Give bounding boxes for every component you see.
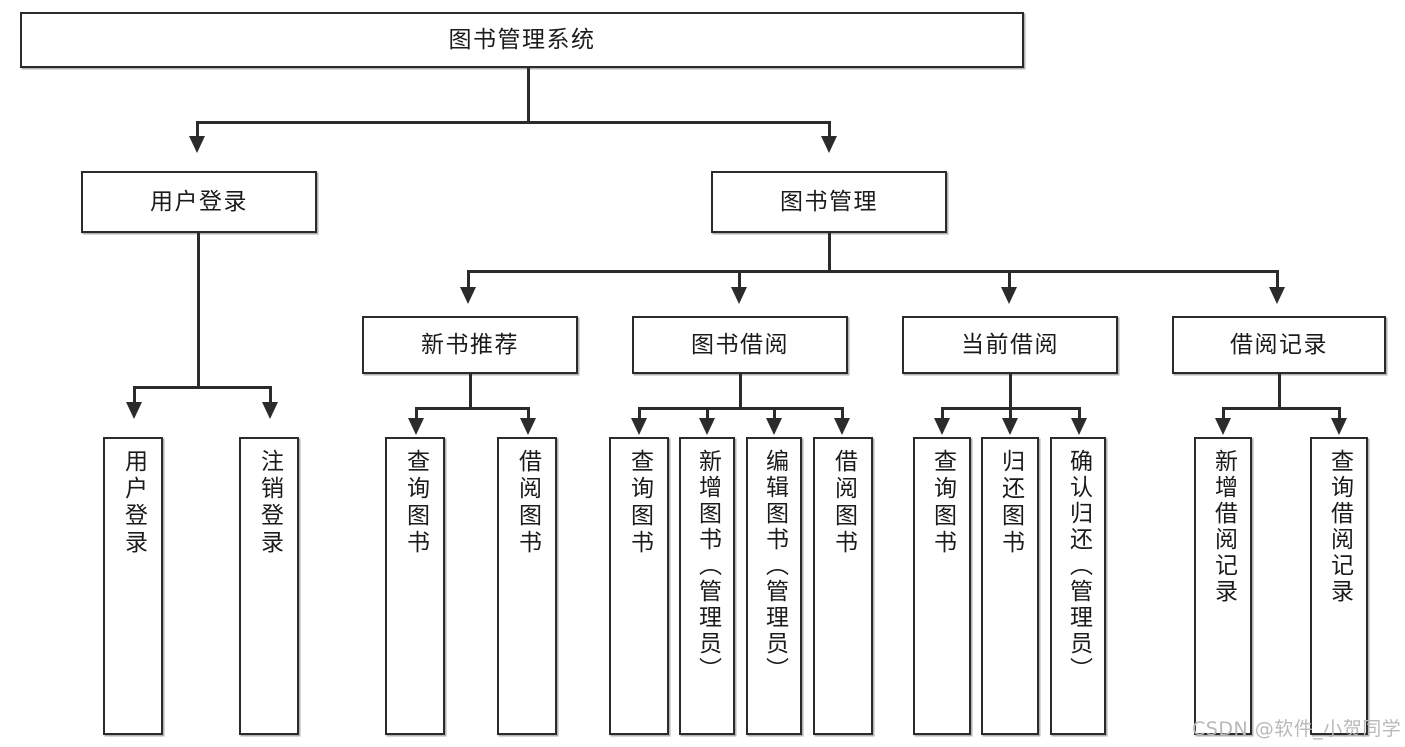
leaf-add-book-admin[interactable]: 新增图书（管理员） [679,437,735,735]
leaf-user-login[interactable]: 用户登录 [103,437,163,735]
connector-new-book-bus [415,407,530,410]
node-label: 查询图书 [929,449,956,557]
connector-book-borrow-drop-4 [841,407,844,420]
connector-user-login-stem [197,233,200,386]
arrow-to-leaf-confirm-return [1071,418,1087,435]
node-label: 图书管理 [780,188,878,215]
node-label: 注销登录 [256,449,283,557]
connector-book-borrow-drop-1 [638,407,641,420]
node-label: 新增借阅记录 [1210,449,1237,605]
node-book-borrow[interactable]: 图书借阅 [632,316,848,374]
connector-level3-drop-3 [1008,270,1011,289]
connector-current-borrow-drop-3 [1078,407,1081,420]
connector-book-borrow-drop-2 [706,407,709,420]
leaf-edit-book-admin[interactable]: 编辑图书（管理员） [746,437,802,735]
node-current-borrow[interactable]: 当前借阅 [902,316,1118,374]
connector-borrow-record-stem [1278,374,1281,407]
connector-book-borrow-drop-3 [773,407,776,420]
node-label: 查询图书 [402,449,429,557]
arrow-to-leaf-query-book-3 [934,418,950,435]
node-label: 图书管理系统 [448,26,596,53]
node-label: 查询图书 [626,449,653,557]
node-label: 当前借阅 [961,331,1059,358]
arrow-to-borrow-record [1269,287,1285,304]
connector-current-borrow-drop-2 [1009,407,1012,420]
node-book-management[interactable]: 图书管理 [711,171,947,233]
connector-level3-drop-4 [1276,270,1279,289]
connector-user-login-drop-1 [133,386,136,404]
connector-user-login-drop-2 [269,386,272,404]
connector-book-borrow-bus [638,407,844,410]
leaf-add-borrow-record[interactable]: 新增借阅记录 [1194,437,1252,735]
node-label: 查询借阅记录 [1326,449,1353,605]
node-label: 借阅图书 [514,449,541,557]
arrow-to-leaf-edit-book [766,418,782,435]
node-label: 用户登录 [120,449,147,557]
connector-level2-drop-1 [196,121,199,138]
leaf-return-book[interactable]: 归还图书 [981,437,1039,735]
leaf-query-book-current[interactable]: 查询图书 [913,437,971,735]
node-label: 借阅记录 [1230,331,1328,358]
node-label: 新书推荐 [421,331,519,358]
arrow-to-leaf-add-record [1215,418,1231,435]
leaf-query-book-recommend[interactable]: 查询图书 [385,437,445,735]
connector-level2-bus [196,121,831,124]
connector-current-borrow-stem [1009,374,1012,407]
arrow-to-leaf-return-book [1002,418,1018,435]
node-label: 用户登录 [150,188,248,215]
arrow-to-leaf-borrow-book-2 [834,418,850,435]
leaf-query-book-borrow[interactable]: 查询图书 [609,437,669,735]
connector-user-login-bus [133,386,270,389]
connector-new-book-drop-1 [415,407,418,420]
leaf-borrow-book-recommend[interactable]: 借阅图书 [497,437,557,735]
node-label: 图书借阅 [691,331,789,358]
connector-borrow-record-drop-1 [1222,407,1225,420]
node-label: 归还图书 [997,449,1024,557]
arrow-to-leaf-query-book-2 [631,418,647,435]
arrow-to-new-book-recommend [460,287,476,304]
leaf-borrow-book-borrow[interactable]: 借阅图书 [813,437,873,735]
connector-borrow-record-bus [1222,407,1341,410]
connector-new-book-stem [469,374,472,407]
connector-level3-drop-1 [467,270,470,289]
connector-book-management-stem [828,233,831,270]
connector-borrow-record-drop-2 [1338,407,1341,420]
node-label: 借阅图书 [830,449,857,557]
leaf-confirm-return-admin[interactable]: 确认归还（管理员） [1050,437,1106,735]
connector-book-borrow-stem [739,374,742,407]
node-borrow-record[interactable]: 借阅记录 [1172,316,1386,374]
node-label: 确认归还（管理员） [1065,449,1092,683]
arrow-to-leaf-user-login [126,402,142,419]
arrow-to-leaf-logout [262,402,278,419]
connector-level3-drop-2 [738,270,741,289]
arrow-to-user-login [189,136,205,153]
node-label: 编辑图书（管理员） [761,449,788,683]
connector-level2-drop-2 [828,121,831,138]
connector-level3-bus [467,270,1279,273]
arrow-to-book-management [821,136,837,153]
connector-current-borrow-drop-1 [941,407,944,420]
leaf-query-borrow-record[interactable]: 查询借阅记录 [1310,437,1368,735]
arrow-to-leaf-borrow-book-1 [520,418,536,435]
node-user-login[interactable]: 用户登录 [81,171,317,233]
node-root-book-management-system[interactable]: 图书管理系统 [20,12,1024,68]
arrow-to-leaf-add-book [699,418,715,435]
arrow-to-current-borrow [1001,287,1017,304]
arrow-to-book-borrow [731,287,747,304]
node-label: 新增图书（管理员） [694,449,721,683]
leaf-logout[interactable]: 注销登录 [239,437,299,735]
arrow-to-leaf-query-book-1 [408,418,424,435]
csdn-watermark: CSDN @软件_小贺同学 [1192,718,1402,740]
arrow-to-leaf-query-record [1331,418,1347,435]
connector-root-stem [527,68,530,121]
connector-new-book-drop-2 [527,407,530,420]
node-new-book-recommend[interactable]: 新书推荐 [362,316,578,374]
